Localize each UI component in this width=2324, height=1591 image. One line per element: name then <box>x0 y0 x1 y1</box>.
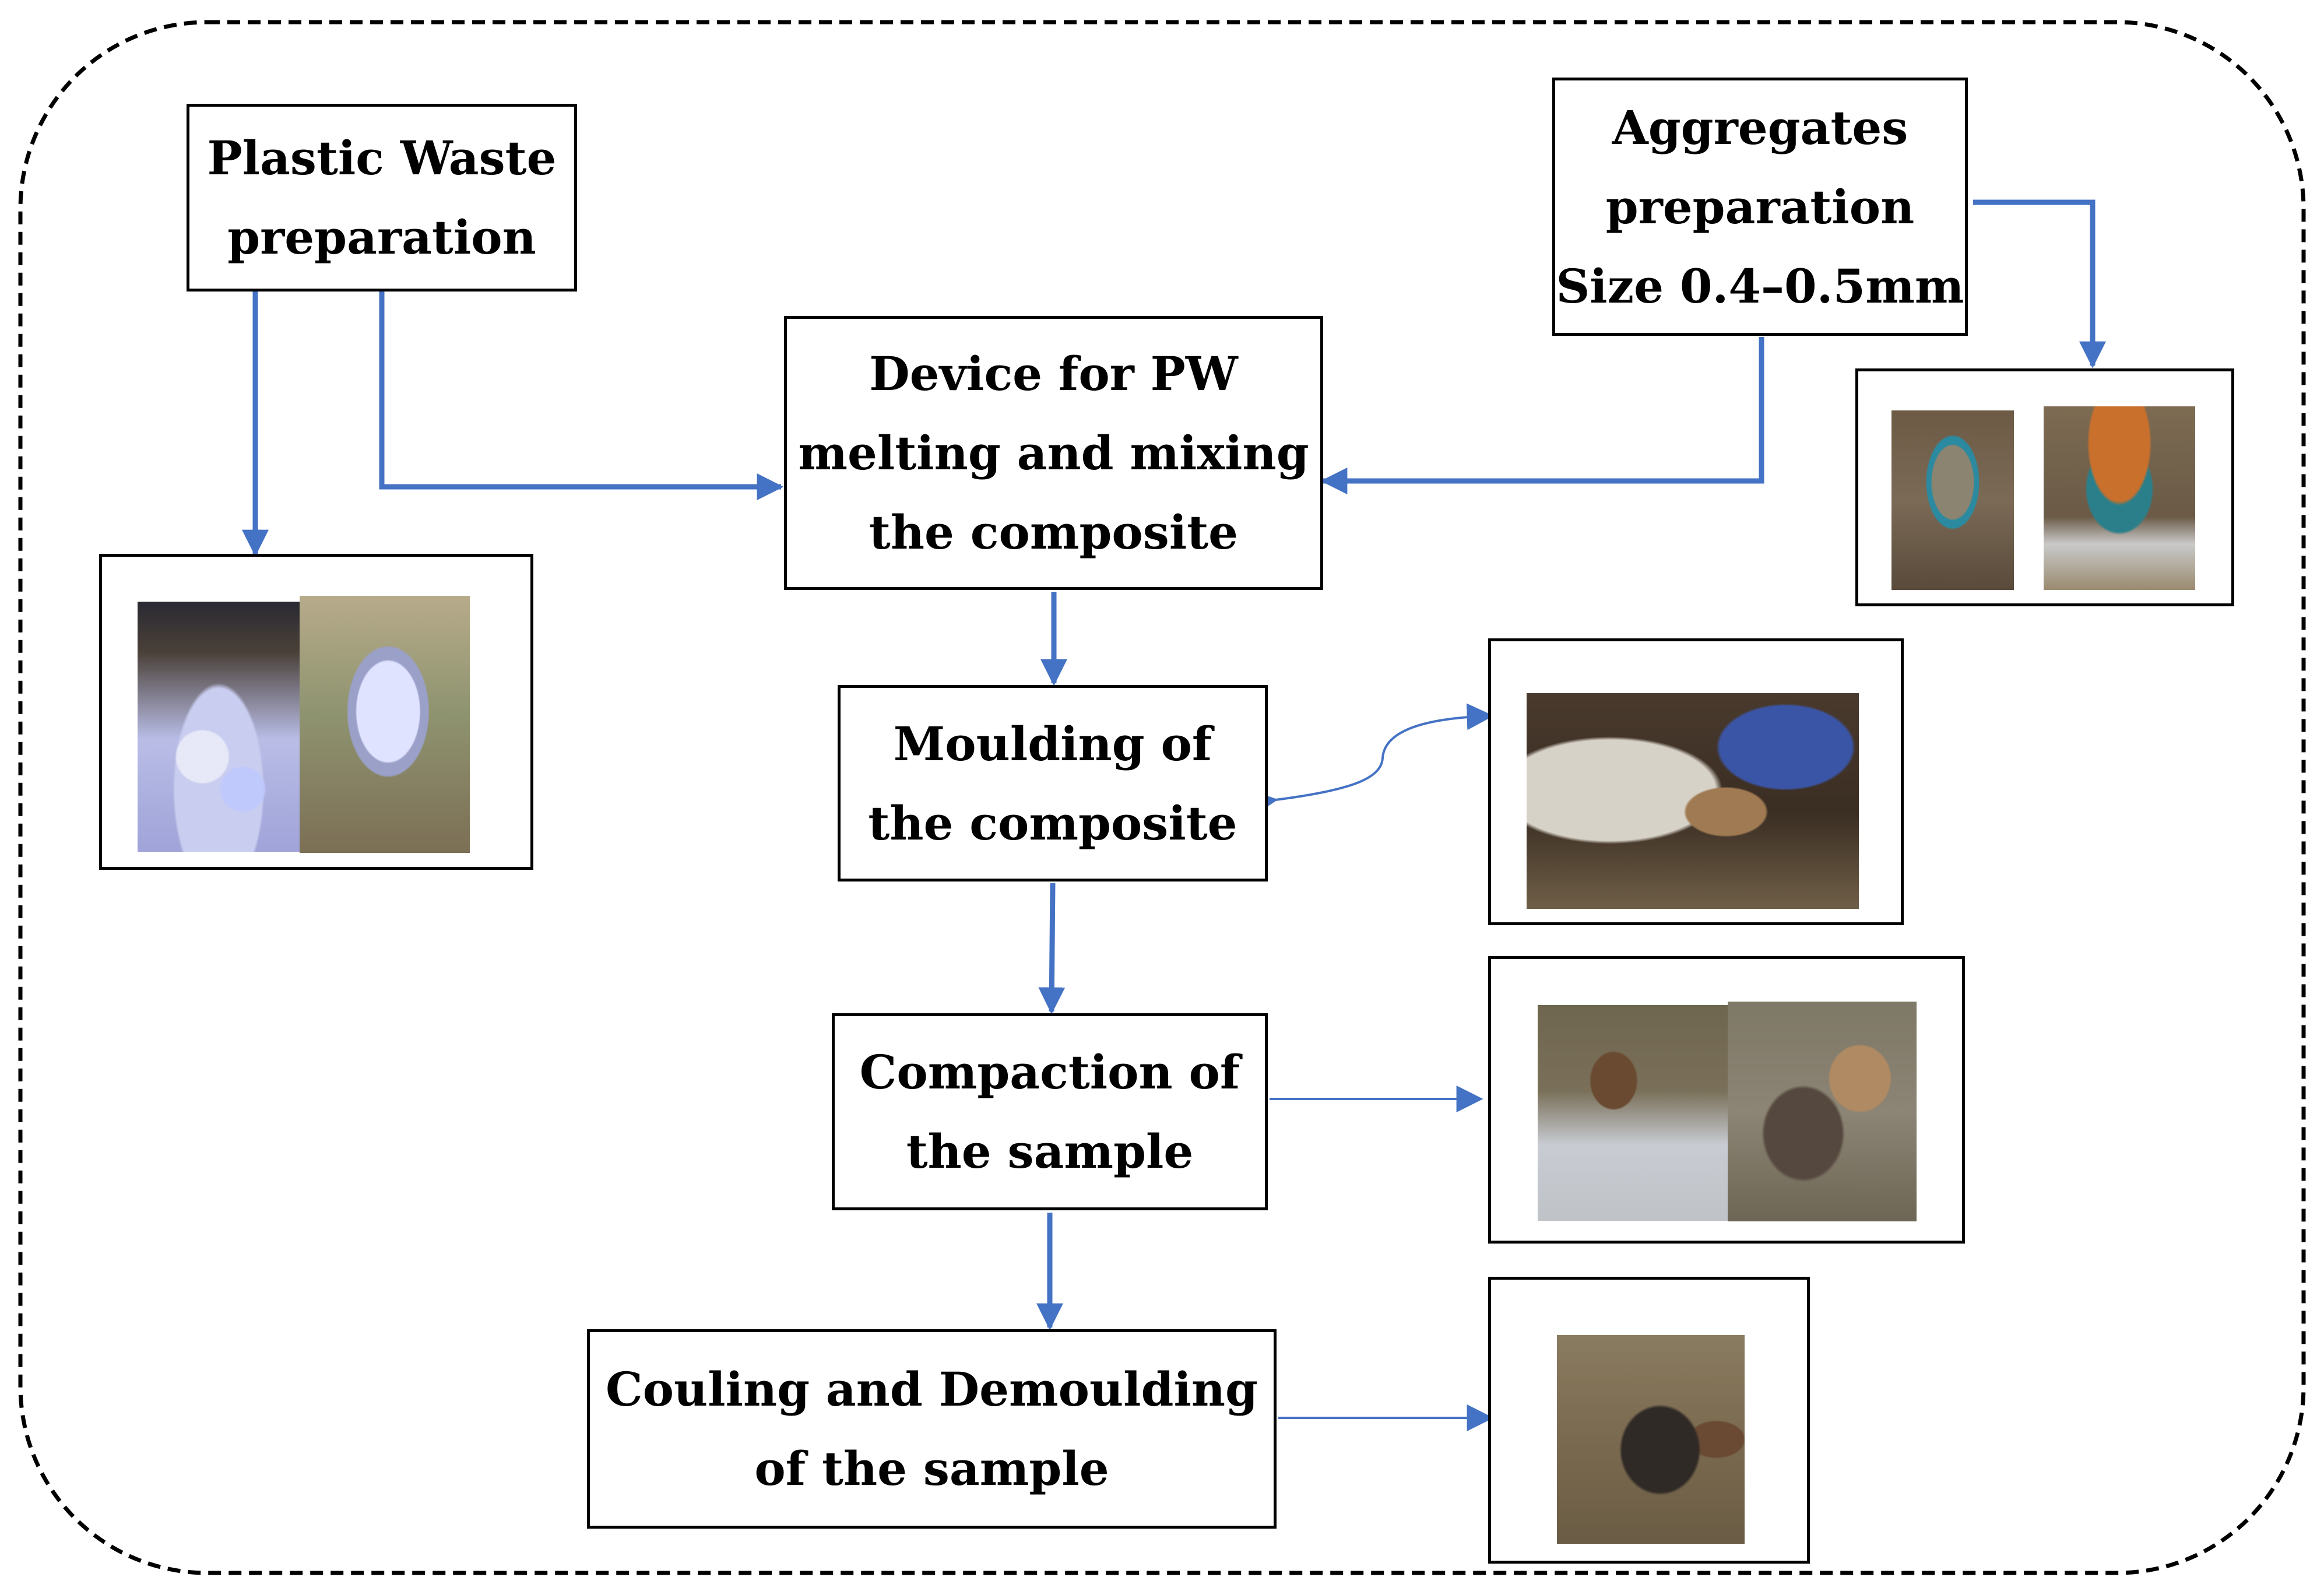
step-text-line: Plastic Waste <box>207 131 557 185</box>
photo-compaction <box>1488 956 1965 1244</box>
step-text-line: the composite <box>869 505 1239 560</box>
step-text-line: Moulding of <box>893 716 1212 771</box>
step-text-line: melting and mixing <box>798 426 1309 480</box>
photo-image <box>1557 1335 1745 1544</box>
step-aggregates-preparation: Aggregates preparation Size 0.4–0.5mm <box>1552 78 1968 336</box>
step-plastic-waste-preparation: Plastic Waste preparation <box>187 104 577 291</box>
arrow-moulding-photo-bidirectional <box>1249 703 1494 817</box>
step-text-line: preparation <box>227 210 536 265</box>
arrow-aggregates-to-device <box>1320 337 1764 494</box>
photo-demoulding <box>1488 1277 1810 1564</box>
step-text-line: of the sample <box>754 1441 1109 1496</box>
step-moulding: Moulding of the composite <box>838 685 1268 881</box>
arrow-aggregates-to-photo <box>1973 199 2106 368</box>
arrow-moulding-to-compaction <box>1038 883 1066 1014</box>
step-text-line: Couling and Demoulding <box>606 1362 1258 1417</box>
photo-image <box>2044 406 2195 590</box>
step-text-line: Size 0.4–0.5mm <box>1556 258 1964 314</box>
step-text-line: the composite <box>868 795 1237 851</box>
step-device-melting-mixing: Device for PW melting and mixing the com… <box>784 316 1323 590</box>
photo-image <box>138 602 300 852</box>
step-cooling-demoulding: Couling and Demoulding of the sample <box>587 1329 1277 1529</box>
photo-aggregates <box>1855 368 2234 606</box>
step-text-line: Device for PW <box>869 346 1238 401</box>
photo-image <box>1527 693 1859 909</box>
arrow-plastic-to-device <box>379 290 784 500</box>
step-compaction: Compaction of the sample <box>832 1013 1268 1210</box>
step-text-line: Compaction of <box>859 1045 1240 1100</box>
photo-image <box>300 596 470 853</box>
step-text-line: preparation <box>1605 179 1915 234</box>
step-text-line: the sample <box>906 1124 1194 1179</box>
photo-image <box>1891 410 2014 590</box>
photo-image <box>1538 1005 1728 1221</box>
photo-moulding <box>1488 638 1904 925</box>
step-text-line: Aggregates <box>1612 100 1908 155</box>
photo-plastic-waste <box>99 554 533 870</box>
photo-image <box>1728 1002 1917 1221</box>
